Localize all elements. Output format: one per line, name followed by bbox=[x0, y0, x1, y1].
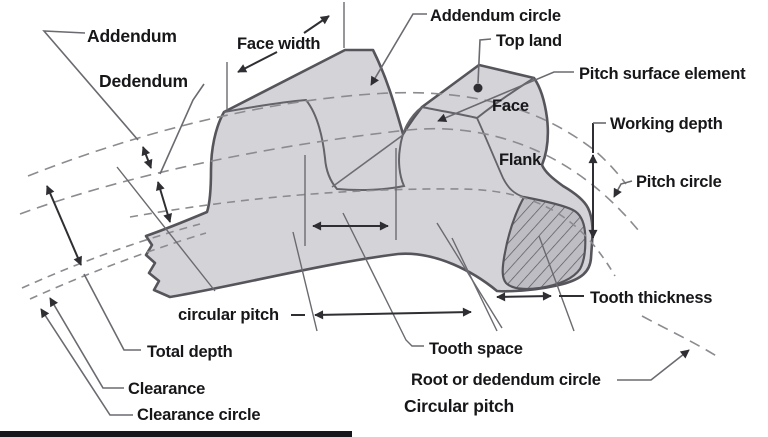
label-flank: Flank bbox=[499, 151, 542, 169]
label-clearance: Clearance bbox=[128, 380, 205, 398]
tooth-space-leader-line bbox=[342, 212, 424, 347]
label-pitch-circle: Pitch circle bbox=[636, 173, 722, 191]
top-land-leader bbox=[477, 38, 492, 84]
radial-line-thickness-left bbox=[436, 222, 503, 329]
label-tooth-space: Tooth space bbox=[429, 340, 523, 358]
label-circular-pitch-caption: Circular pitch bbox=[404, 396, 514, 416]
leader-lines bbox=[40, 13, 690, 416]
label-pitch-surface-element: Pitch surface element bbox=[579, 65, 746, 83]
label-total-depth: Total depth bbox=[147, 343, 233, 361]
gear-body-silhouette bbox=[144, 48, 594, 299]
pitch-circle-leader bbox=[613, 180, 633, 198]
root-circle-leader bbox=[617, 349, 690, 381]
label-dedendum: Dedendum bbox=[99, 71, 188, 91]
root-circle-arc-right bbox=[641, 315, 719, 358]
top-land-front-edge bbox=[421, 77, 535, 120]
dedendum-arrow bbox=[156, 181, 172, 223]
labels: Addendum Dedendum Face width Addendum ci… bbox=[87, 7, 746, 424]
face-width-arrow-front bbox=[237, 51, 278, 73]
label-addendum-circle: Addendum circle bbox=[430, 7, 561, 25]
tooth-space-front-profile bbox=[223, 98, 423, 191]
label-addendum: Addendum bbox=[87, 26, 177, 46]
label-face-width: Face width bbox=[237, 35, 320, 53]
addendum-circle-leader bbox=[370, 13, 427, 86]
dedendum-leader bbox=[159, 83, 205, 175]
bottom-edge-bar bbox=[0, 431, 352, 437]
radial-line-thickness-right bbox=[538, 235, 575, 332]
pitch-surface-element-leader bbox=[437, 71, 574, 122]
clearance-circle-leader bbox=[40, 308, 133, 416]
label-circular-pitch: circular pitch bbox=[178, 306, 279, 324]
dimension-arrows bbox=[46, 15, 598, 320]
label-clearance-circle: Clearance circle bbox=[137, 406, 260, 424]
radial-line-circular-pitch-left bbox=[292, 231, 318, 332]
tooth-face-right-edge bbox=[476, 117, 525, 198]
circular-pitch-arrow bbox=[314, 307, 472, 320]
tooth-section-hatched bbox=[501, 195, 587, 291]
radial-lines bbox=[116, 2, 575, 347]
label-tooth-thickness: Tooth thickness bbox=[590, 289, 712, 307]
label-top-land: Top land bbox=[496, 32, 562, 50]
label-face: Face bbox=[492, 97, 529, 115]
tooth-thickness-arrow bbox=[496, 291, 552, 302]
radial-line-left bbox=[116, 166, 216, 292]
top-land-dot bbox=[473, 83, 483, 93]
total-depth-arrow bbox=[46, 185, 82, 266]
label-root-or-dedendum-circle: Root or dedendum circle bbox=[411, 371, 601, 389]
addendum-leader bbox=[42, 30, 139, 141]
root-land-back-edge bbox=[331, 134, 404, 188]
addendum-arrow bbox=[141, 146, 153, 169]
label-working-depth: Working depth bbox=[610, 115, 723, 133]
gear-body bbox=[144, 48, 594, 299]
face-width-arrow-back bbox=[303, 15, 330, 34]
addendum-circle-arc bbox=[27, 91, 627, 185]
clearance-leader bbox=[49, 297, 124, 389]
total-depth-leader bbox=[83, 273, 141, 351]
